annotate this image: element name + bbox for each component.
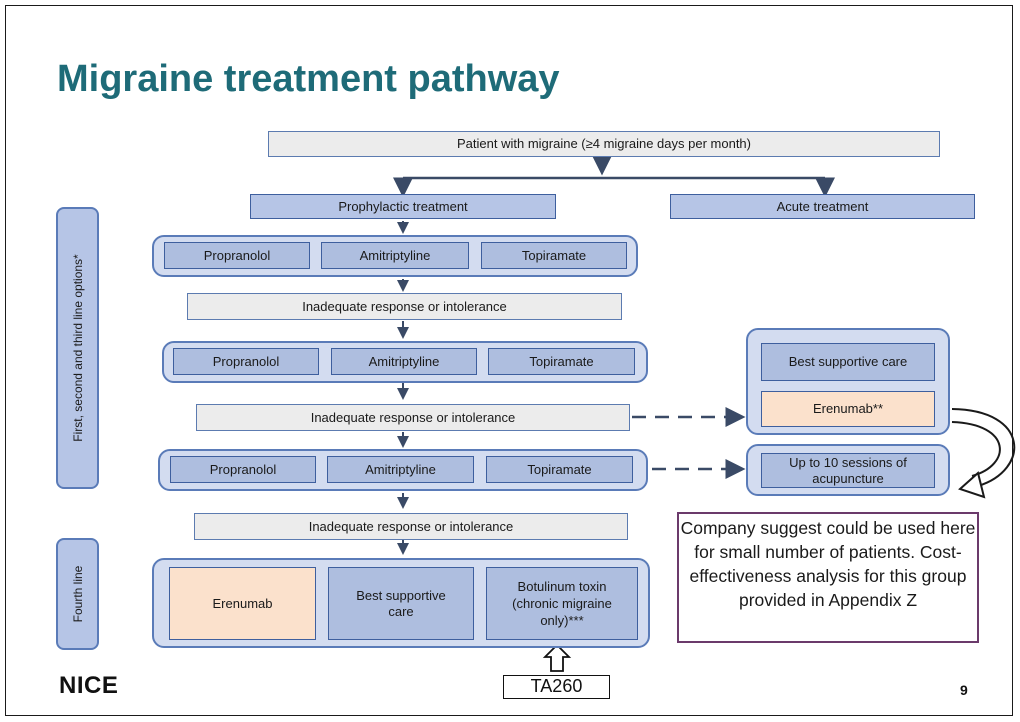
- erenumab-fourth-line-box: Erenumab: [169, 567, 316, 640]
- inadequate-response-box-2: Inadequate response or intolerance: [196, 404, 630, 431]
- erenumab-right-box: Erenumab**: [761, 391, 935, 427]
- acupuncture-box: Up to 10 sessions of acupuncture: [761, 453, 935, 488]
- prophylactic-treatment-box: Prophylactic treatment: [250, 194, 556, 219]
- propranolol-box-1: Propranolol: [164, 242, 310, 269]
- amitriptyline-box-1: Amitriptyline: [321, 242, 469, 269]
- curved-arrow-inner: [951, 421, 1001, 477]
- propranolol-box-2: Propranolol: [173, 348, 319, 375]
- acute-treatment-box: Acute treatment: [670, 194, 975, 219]
- propranolol-box-3: Propranolol: [170, 456, 316, 483]
- hollow-up-arrow: [542, 643, 572, 672]
- slide-title: Migraine treatment pathway: [57, 58, 560, 100]
- topiramate-box-2: Topiramate: [488, 348, 635, 375]
- inadequate-response-box-3: Inadequate response or intolerance: [194, 513, 628, 540]
- side-label-first-to-third: First, second and third line options*: [56, 207, 99, 489]
- topiramate-box-3: Topiramate: [486, 456, 633, 483]
- curved-arrow: [951, 408, 1016, 487]
- acupuncture-label: Up to 10 sessions of acupuncture: [789, 454, 907, 486]
- topiramate-box-1: Topiramate: [481, 242, 627, 269]
- page-number: 9: [960, 682, 968, 698]
- nice-logo: NICE: [59, 672, 119, 699]
- botulinum-toxin-box: Botulinum toxin (chronic migraine only)*…: [486, 567, 638, 640]
- patient-with-migraine-box: Patient with migraine (≥4 migraine days …: [268, 131, 940, 157]
- side-label-fourth: Fourth line: [56, 538, 99, 650]
- best-supportive-care-fourth-line-label: Best supportive care: [356, 587, 446, 619]
- company-suggestion-note: Company suggest could be used here for s…: [677, 512, 979, 643]
- amitriptyline-box-2: Amitriptyline: [331, 348, 477, 375]
- inadequate-response-box-1: Inadequate response or intolerance: [187, 293, 622, 320]
- curved-arrow-head: [958, 471, 986, 499]
- best-supportive-care-right-box: Best supportive care: [761, 343, 935, 381]
- best-supportive-care-fourth-line-box: Best supportive care: [328, 567, 474, 640]
- botulinum-toxin-label: Botulinum toxin (chronic migraine only)*…: [512, 579, 612, 628]
- amitriptyline-box-3: Amitriptyline: [327, 456, 474, 483]
- ta260-label: TA260: [503, 675, 610, 699]
